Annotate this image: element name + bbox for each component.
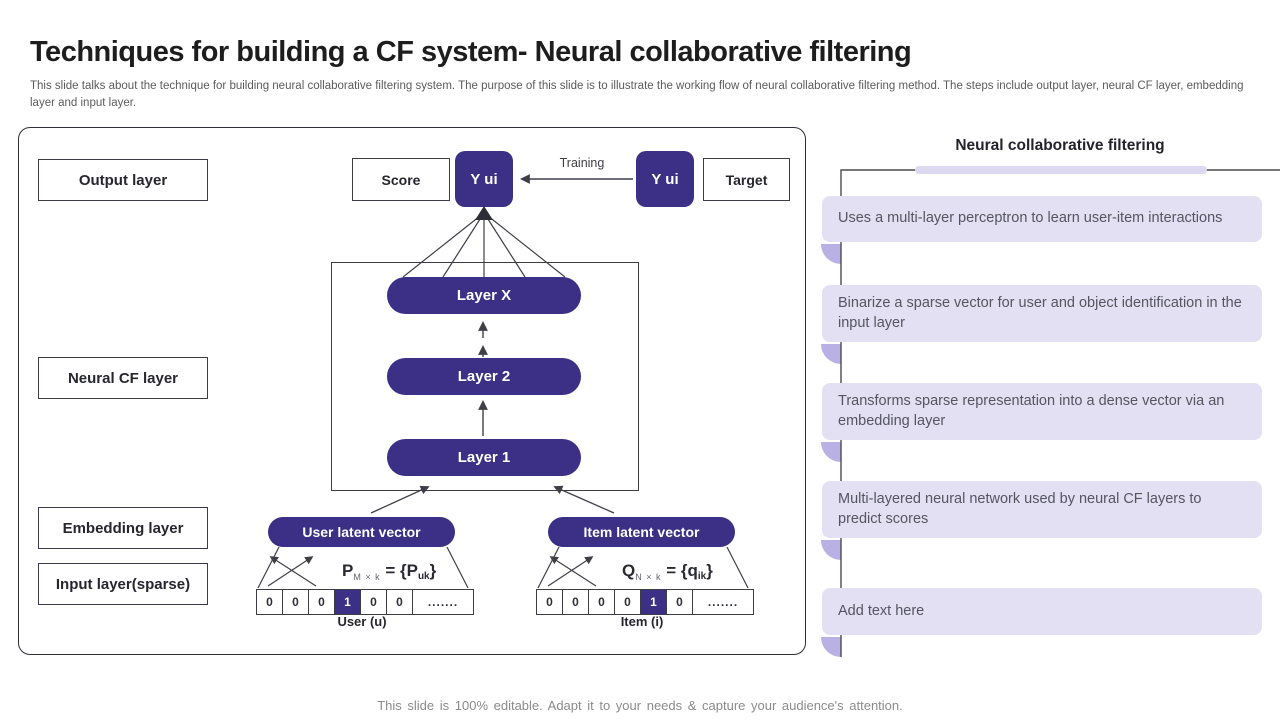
label-embedding-layer: Embedding layer [38,507,208,549]
panel-item-text: Add text here [838,602,925,619]
vector-cell: 0 [386,590,412,614]
yui-predicted-node: Y ui [455,151,513,207]
formula-q: Q [622,561,636,580]
panel-item-placeholder: Add text here [822,588,1262,635]
formula-p-close: } [429,561,437,580]
label-neural-cf-layer: Neural CF layer [38,357,208,399]
quarter-disc-decoration [821,244,841,264]
formula-q-eq: = {q [661,561,698,580]
vector-cell: 0 [614,590,640,614]
panel-item-text: Binarize a sparse vector for user and ob… [838,294,1242,331]
vector-cell: 0 [360,590,386,614]
training-arrow-label: Training [559,156,605,170]
formula-p: P [342,561,354,580]
yui-target-node: Y ui [636,151,694,207]
footer-note: This slide is 100% editable. Adapt it to… [377,698,903,713]
page-title: Techniques for building a CF system- Neu… [30,36,912,68]
vector-cell: 0 [666,590,692,614]
panel-item-text: Uses a multi-layer perceptron to learn u… [838,210,1223,227]
vector-cell-ellipsis: ....... [692,590,753,614]
user-latent-vector-pill: User latent vector [268,517,455,547]
vector-cell: 0 [588,590,614,614]
quarter-disc-decoration [821,344,841,364]
layer-1-pill: Layer 1 [387,439,581,476]
label-output-layer: Output layer [38,159,208,201]
user-vector-label: User (u) [337,614,387,629]
formula-q-close: } [706,561,713,580]
layer-x-pill: Layer X [387,277,581,314]
panel-item: Transforms sparse representation into a … [822,383,1262,440]
panel-item: Uses a multi-layer perceptron to learn u… [822,196,1262,242]
panel-item-text: Transforms sparse representation into a … [838,392,1225,429]
quarter-disc-decoration [821,637,841,657]
user-embedding-formula: PM × k = {Puk} [342,561,436,582]
quarter-disc-decoration [821,540,841,560]
formula-p-sub: M × k [353,572,381,582]
item-sparse-vector: 0 0 0 0 1 0 ....... [536,589,754,615]
score-box: Score [352,158,450,201]
panel-item-text: Multi-layered neural network used by neu… [838,490,1202,527]
vector-cell-active: 1 [334,590,360,614]
item-latent-vector-pill: Item latent vector [548,517,735,547]
panel-item: Multi-layered neural network used by neu… [822,481,1262,538]
formula-q-sub2: ik [697,571,707,582]
panel-accent-bar [915,166,1207,174]
target-box: Target [703,158,790,201]
item-embedding-formula: QN × k = {qik} [622,561,713,582]
user-sparse-vector: 0 0 0 1 0 0 ....... [256,589,474,615]
layer-2-pill: Layer 2 [387,358,581,395]
label-input-layer: Input layer(sparse) [38,563,208,605]
vector-cell: 0 [266,595,273,609]
quarter-disc-decoration [821,442,841,462]
vector-cell: 0 [308,590,334,614]
vector-cell: 0 [282,590,308,614]
formula-q-sub: N × k [635,572,662,582]
vector-cell-active: 1 [640,590,666,614]
panel-title: Neural collaborative filtering [955,137,1165,154]
item-vector-label: Item (i) [620,614,664,629]
vector-cell: 0 [562,590,588,614]
panel-item: Binarize a sparse vector for user and ob… [822,285,1262,342]
vector-cell: 0 [546,595,553,609]
formula-p-eq: = {P [380,561,418,580]
page-subtitle: This slide talks about the technique for… [30,80,1244,110]
formula-p-sub2: uk [417,571,430,582]
vector-cell-ellipsis: ....... [412,590,473,614]
